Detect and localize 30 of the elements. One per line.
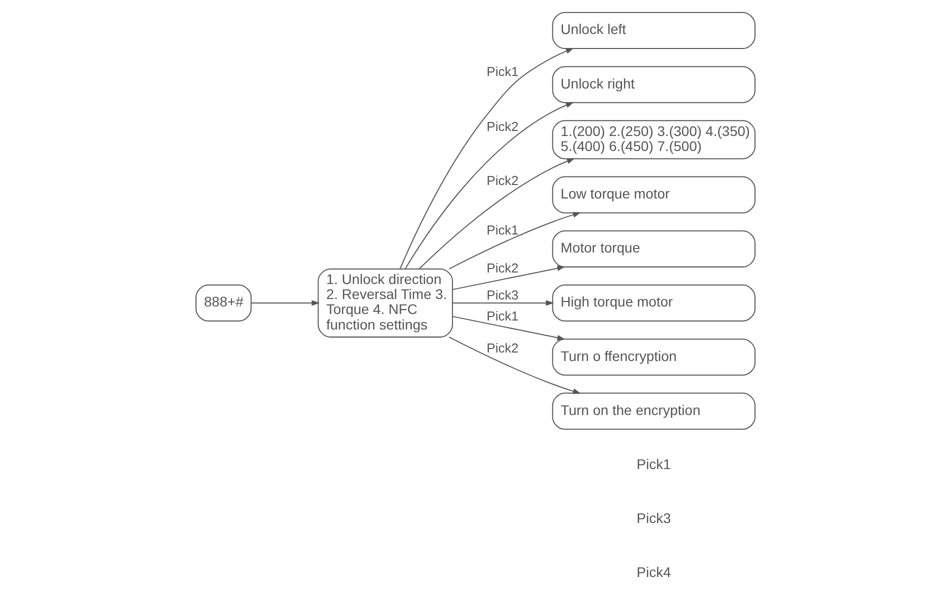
node-box: 1.(200) 2.(250) 3.(300) 4.(350) 5.(400) 6.(450) 7.(500) [552, 120, 755, 160]
node-box: Low torque motor [552, 176, 755, 214]
edge-label: Pick2 [486, 119, 518, 134]
node-box: High torque motor [552, 284, 755, 322]
node-box: Unlock left [552, 12, 755, 50]
node-box: Unlock right [552, 66, 755, 104]
edge-label: Pick1 [486, 64, 518, 79]
label: Pick3 [636, 510, 670, 526]
node-box: 1. Unlock direction 2. Reversal Time 3. Torque 4. NFC function settings [317, 268, 452, 338]
edge-label: Pick2 [486, 173, 518, 188]
arrow [452, 316, 565, 340]
edge-label: Pick1 [486, 222, 518, 238]
edge-label: Pick2 [486, 260, 518, 276]
arrow [418, 158, 574, 270]
label: Pick4 [636, 564, 670, 580]
node-box: Turn o ffencryption [552, 338, 755, 376]
arrow [250, 300, 320, 306]
arrow [452, 266, 565, 290]
edge-label: Pick1 [486, 308, 518, 324]
arrow [448, 212, 580, 270]
arrow [452, 300, 554, 306]
node-box: 888+# [195, 284, 252, 322]
edge-label: Pick3 [486, 287, 518, 302]
arrow [399, 48, 574, 270]
edge-label: Pick2 [486, 340, 518, 356]
arrow [404, 102, 574, 270]
label: Pick1 [636, 456, 670, 472]
node-box: Motor torque [552, 230, 755, 268]
node-box: Turn on the encryption [552, 392, 755, 430]
arrow [448, 336, 580, 394]
